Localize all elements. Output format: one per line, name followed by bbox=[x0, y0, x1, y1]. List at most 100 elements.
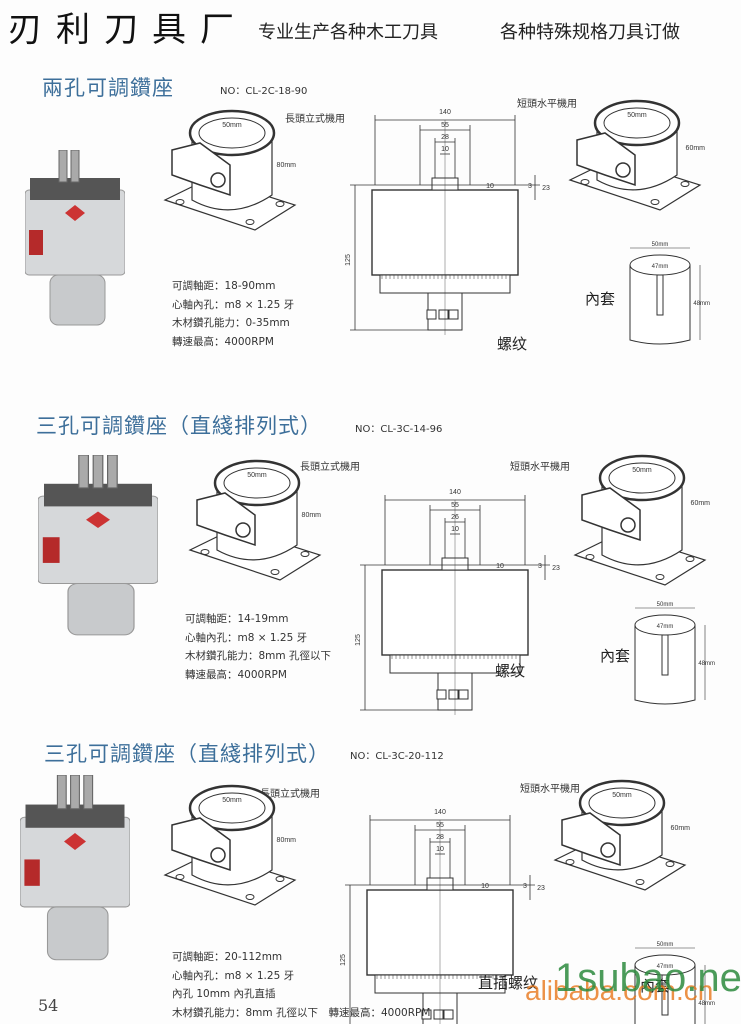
bore bbox=[603, 107, 671, 139]
dimension-label: 23 bbox=[537, 885, 545, 892]
product-title: 三孔可調鑽座（直綫排列式） bbox=[44, 742, 330, 766]
drill-clamp-block bbox=[25, 804, 125, 828]
product-title: 三孔可調鑽座（直綫排列式） bbox=[36, 414, 322, 438]
sleeve-label: 內套 bbox=[640, 977, 671, 995]
logo-diamond-icon bbox=[65, 205, 85, 221]
drill-bit bbox=[70, 774, 80, 810]
dimension-label: 10 bbox=[436, 846, 444, 853]
dimension-label: 55 bbox=[441, 122, 449, 129]
bearing-icon bbox=[458, 689, 469, 700]
mount-hole bbox=[175, 874, 185, 880]
dimension-label: 60mm bbox=[691, 500, 710, 507]
spec-item: 心軸內孔：m8 × 1.25 牙 bbox=[172, 969, 295, 982]
brand-label bbox=[29, 230, 43, 255]
slogan-custom: 各种特殊规格刀具订做 bbox=[500, 22, 680, 43]
spec-item: 可調軸距：18-90mm bbox=[172, 280, 276, 292]
dimension-label: 55 bbox=[451, 502, 459, 509]
dimension-label: 140 bbox=[439, 109, 451, 116]
clamp-screw-icon bbox=[615, 162, 631, 178]
sleeve-label: 內套 bbox=[585, 290, 616, 308]
product-number: NO：CL-3C-14-96 bbox=[355, 424, 443, 435]
dimension-label: 47mm bbox=[652, 264, 669, 270]
label-horizontal-machine: 短頭水平機用 bbox=[517, 99, 577, 110]
slogan-production: 专业生产各种木工刀具 bbox=[258, 22, 438, 43]
spec-list: 可調軸距：14-19mm 心軸內孔：m8 × 1.25 牙木材鑽孔能力：8mm 孔… bbox=[185, 610, 331, 684]
product-title: 兩孔可調鑽座 bbox=[42, 76, 174, 100]
label-vertical-machine: 長頭立式機用 bbox=[260, 789, 320, 800]
watermark-alibaba: alibaba.com.cn bbox=[525, 975, 714, 1006]
dimension-label: 26 bbox=[451, 514, 459, 521]
thread-label: 螺纹 bbox=[495, 662, 526, 680]
dimension-label: 3 bbox=[538, 563, 542, 570]
dimension-label: 3 bbox=[528, 183, 532, 190]
dimension-label: 60mm bbox=[686, 145, 705, 152]
product-photo bbox=[24, 149, 126, 330]
mount-hole bbox=[275, 876, 285, 882]
spec-item: 心軸內孔：m8 × 1.25 牙 bbox=[185, 631, 308, 644]
label-horizontal-machine: 短頭水平機用 bbox=[510, 462, 570, 473]
bore bbox=[198, 792, 266, 824]
thread-label: 螺纹 bbox=[497, 335, 528, 353]
spec-item: 轉速最高：4000RPM bbox=[172, 335, 274, 348]
drill-bit bbox=[106, 454, 118, 489]
clamp-screw-icon bbox=[210, 847, 226, 863]
bore bbox=[608, 462, 676, 494]
brand-label bbox=[24, 859, 40, 886]
mount-hole bbox=[665, 861, 675, 867]
dimension-label: 47mm bbox=[657, 624, 674, 630]
drill-shank bbox=[67, 582, 135, 636]
dimension-label: 10 bbox=[481, 883, 489, 890]
mount-hole bbox=[585, 554, 595, 560]
drill-bit bbox=[70, 149, 80, 183]
spec-item: 內孔 10mm 內孔直插 bbox=[172, 988, 276, 1000]
mount-hole bbox=[650, 199, 660, 205]
label-horizontal-machine: 短頭水平機用 bbox=[520, 784, 580, 795]
drill-shank bbox=[49, 274, 106, 326]
drill-clamp-block bbox=[44, 483, 152, 507]
dimension-label: 50mm bbox=[222, 797, 242, 804]
dimension-label: 48mm bbox=[693, 301, 710, 307]
dimension-label: 50mm bbox=[612, 792, 632, 799]
spec-item: 木材鑽孔能力：8mm 孔徑以下 轉速最高：4000RPM bbox=[172, 1006, 431, 1019]
dimension-label: 50mm bbox=[657, 942, 674, 948]
watermark-1subao: 1subao.net bbox=[555, 956, 741, 1000]
dimension-label: 140 bbox=[434, 809, 446, 816]
dimension-label: 50mm bbox=[247, 472, 267, 479]
spec-item: 可調軸距：14-19mm bbox=[185, 613, 289, 625]
bearing-icon bbox=[438, 309, 449, 320]
drill-bit bbox=[78, 454, 89, 489]
dimension-label: 3 bbox=[523, 883, 527, 890]
spec-item: 心軸內孔：m8 × 1.25 牙 bbox=[172, 298, 295, 311]
logo-diamond-icon bbox=[64, 833, 86, 850]
bearing-icon bbox=[443, 1009, 454, 1020]
dimension-label: 28 bbox=[436, 834, 444, 841]
mount-hole bbox=[685, 556, 695, 562]
spec-item: 木材鑽孔能力：8mm 孔徑以下 bbox=[185, 650, 331, 662]
bore bbox=[588, 787, 656, 819]
drill-shank bbox=[46, 906, 109, 961]
mount-hole bbox=[300, 551, 310, 557]
page-number: 54 bbox=[38, 996, 59, 1015]
brand-label bbox=[42, 537, 60, 563]
mount-hole bbox=[655, 574, 665, 580]
clamp-screw-icon bbox=[235, 522, 251, 538]
drill-bit bbox=[58, 149, 68, 183]
bearing-icon bbox=[426, 309, 437, 320]
bearing-icon bbox=[433, 1009, 444, 1020]
label-vertical-machine: 長頭立式機用 bbox=[285, 114, 345, 125]
dimension-label: 28 bbox=[441, 134, 449, 141]
spec-item: 木材鑽孔能力：0-35mm bbox=[172, 317, 290, 329]
mount-hole bbox=[270, 569, 280, 575]
spec-list: 可調軸距：18-90mm 心軸內孔：m8 × 1.25 牙木材鑽孔能力：0-35m… bbox=[172, 277, 294, 351]
mount-hole bbox=[680, 181, 690, 187]
dimension-label: 23 bbox=[542, 185, 550, 192]
bore bbox=[198, 117, 266, 149]
